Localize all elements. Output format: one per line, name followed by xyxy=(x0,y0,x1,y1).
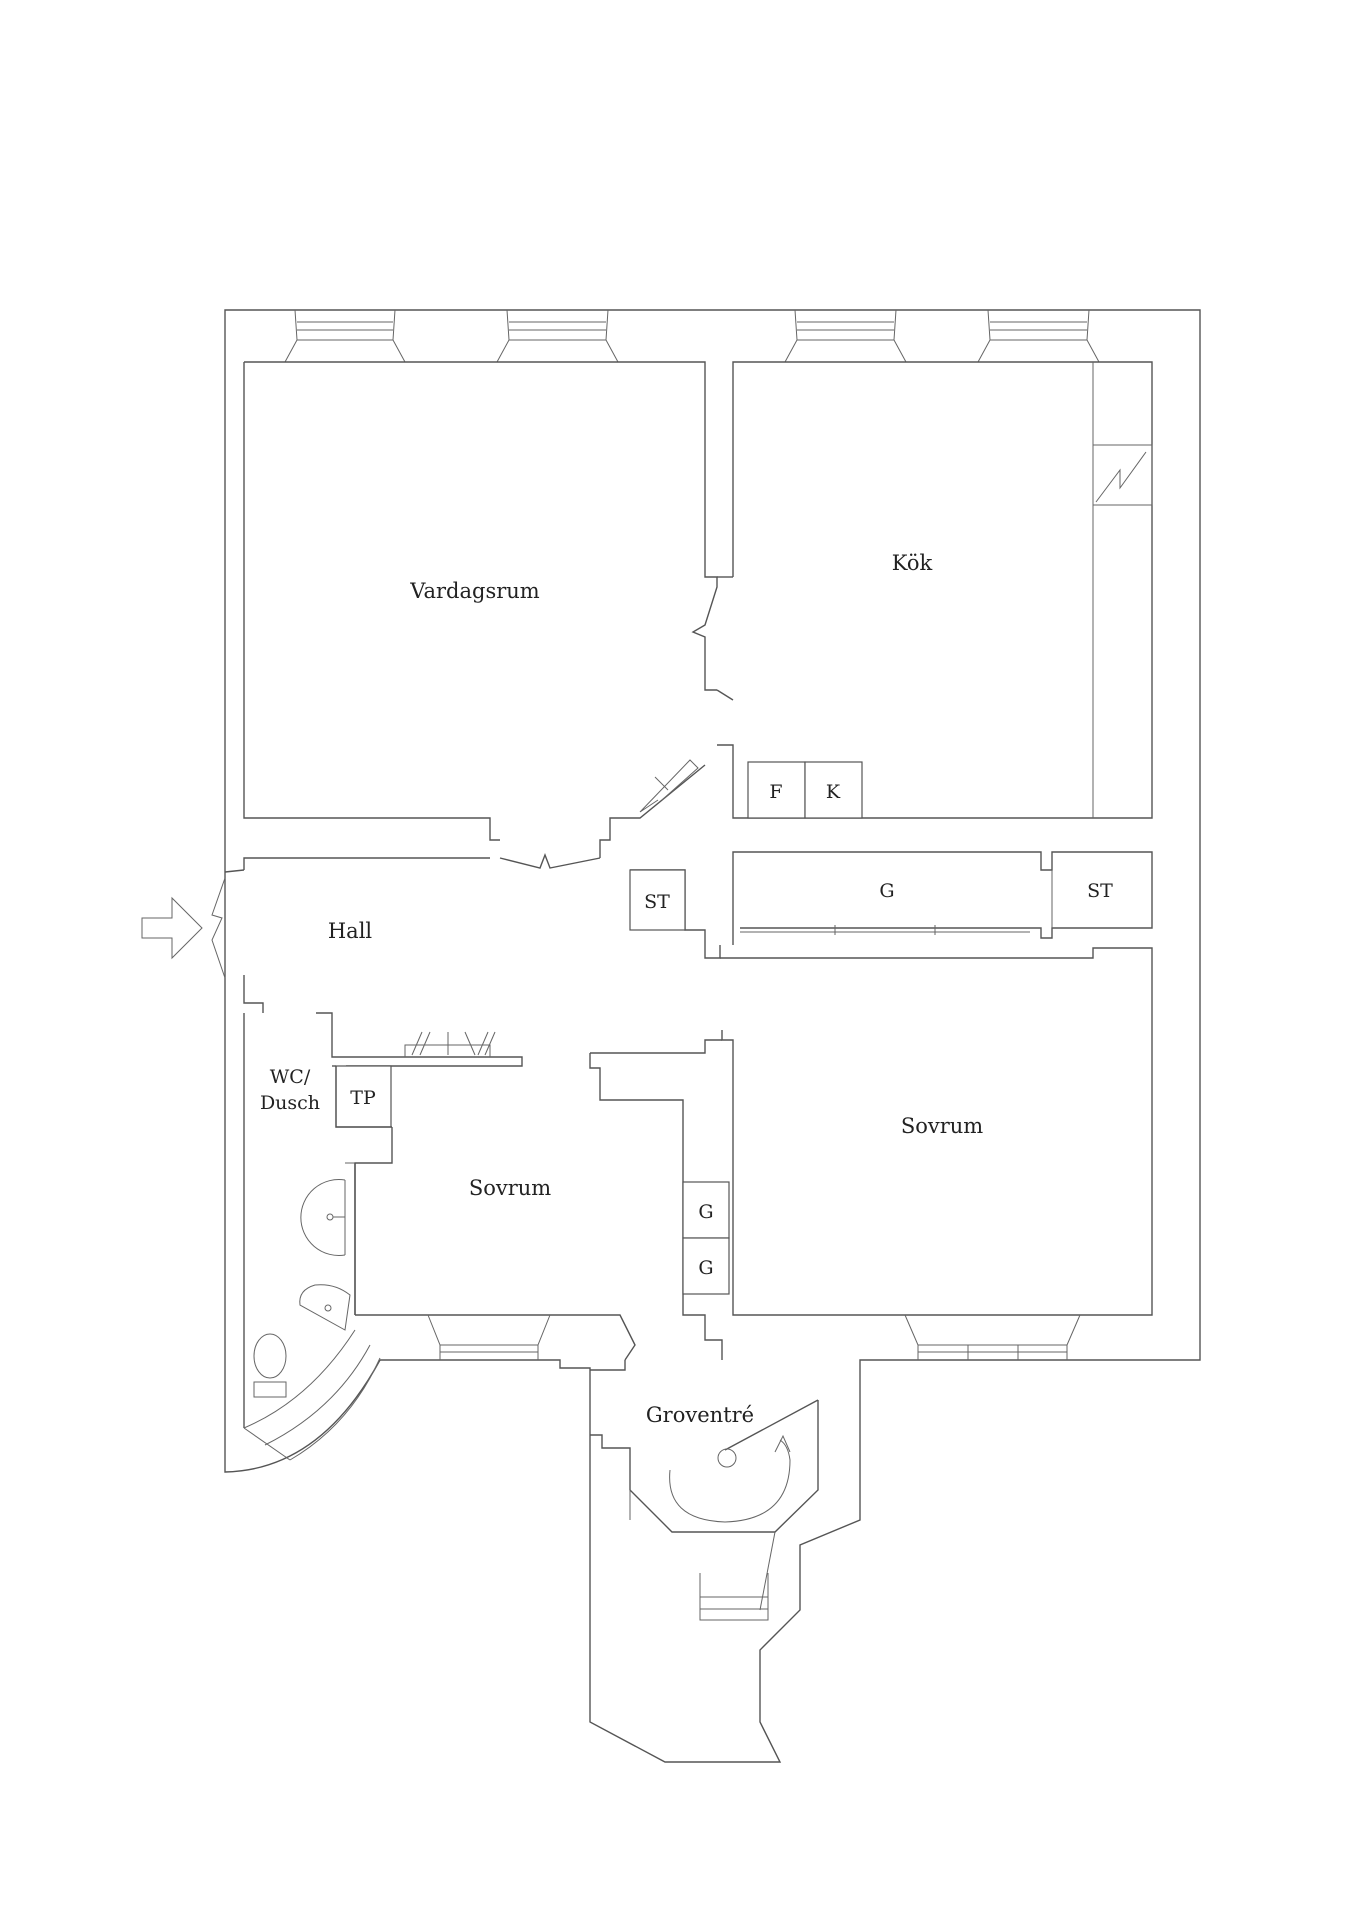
window-top-1 xyxy=(284,309,406,363)
closet-shelf xyxy=(316,1012,523,1067)
window-top-4 xyxy=(977,309,1100,363)
wardrobe-strip: G ST xyxy=(732,851,1153,945)
wardrobe-upper: G xyxy=(682,1181,730,1239)
room-wc-dusch: WC/ Dusch xyxy=(243,1013,381,1461)
wardrobe-long-label: G xyxy=(879,880,894,902)
room-label-sovrum-left: Sovrum xyxy=(469,1176,551,1200)
fridge: F xyxy=(747,761,806,819)
svg-text:G: G xyxy=(698,1201,713,1223)
storage-hall: ST xyxy=(629,869,721,959)
room-sovrum-left: G G Sovrum xyxy=(354,1039,730,1361)
room-groventre: Groventré xyxy=(590,1360,819,1621)
wardrobe-lower: G xyxy=(682,1237,730,1295)
room-label-hall: Hall xyxy=(328,919,373,943)
window-bottom-right xyxy=(904,1314,1081,1360)
room-label-kok: Kök xyxy=(892,551,933,575)
sink-icon xyxy=(299,1284,351,1331)
svg-text:K: K xyxy=(826,781,841,803)
tp-cabinet: TP xyxy=(332,1065,392,1128)
room-vardagsrum: Vardagsrum xyxy=(243,361,718,869)
room-label-sovrum-right: Sovrum xyxy=(901,1114,983,1138)
svg-text:ST: ST xyxy=(644,891,670,913)
room-label-wc-line2: Dusch xyxy=(260,1092,320,1114)
window-top-3 xyxy=(784,309,907,363)
svg-text:G: G xyxy=(698,1257,713,1279)
room-sovrum-right: Sovrum xyxy=(720,947,1153,1360)
toilet-icon xyxy=(253,1333,287,1398)
svg-text:F: F xyxy=(769,781,782,803)
outer-walls xyxy=(224,309,1201,1763)
spiral-stair-icon xyxy=(669,1434,791,1523)
room-kok: F K Kök xyxy=(716,361,1153,819)
window-bottom-left xyxy=(427,1314,551,1360)
svg-text:TP: TP xyxy=(350,1087,376,1109)
room-hall: Hall ST xyxy=(141,857,721,1013)
window-top-2 xyxy=(496,309,619,363)
room-label-groventre: Groventré xyxy=(646,1403,754,1427)
storage-right-label: ST xyxy=(1087,880,1113,902)
room-label-wc-line1: WC/ xyxy=(270,1066,311,1088)
room-label-vardagsrum: Vardagsrum xyxy=(409,579,540,603)
entrance-arrow-icon xyxy=(141,896,203,960)
freezer: K xyxy=(804,761,863,819)
